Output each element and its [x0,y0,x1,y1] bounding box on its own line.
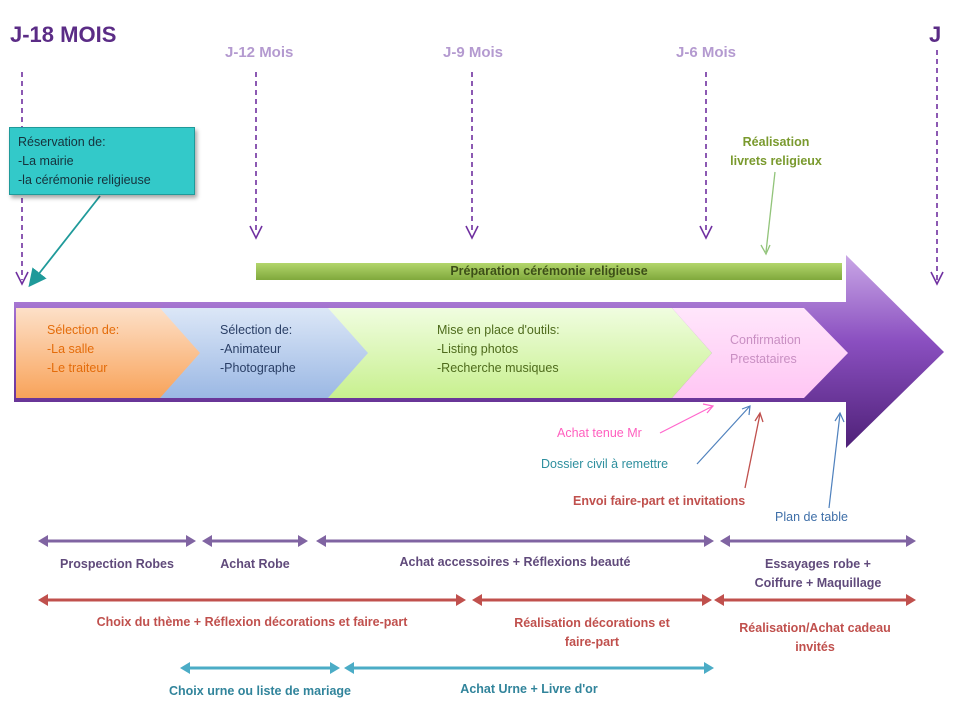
phase-text-prestataires: Confirmation Prestataires [730,331,801,369]
phase-chevron-salle [16,308,208,398]
phase-text-animateur: Sélection de: -Animateur -Photographe [220,321,296,378]
milestone-12-months: J-12 Mois [225,44,294,61]
row-red-label: Choix du thème + Réflexion décorations e… [96,615,408,629]
phase-chevron-prestataires [672,308,848,398]
phase-line: Confirmation [730,333,801,347]
phase-line: -Listing photos [437,342,519,356]
milestone-9-months: J-9 Mois [443,44,504,61]
milestone-end: J [929,22,942,47]
reservation-item: -La mairie [18,154,74,168]
row-red-arrows [38,594,916,606]
row-red-label: Réalisation décorations et faire-part [478,614,706,652]
livrets-line: livrets religieux [730,154,822,168]
row-teal-label: Achat Urne + Livre d'or [460,682,598,696]
row-label-line: Coiffure + Maquillage [754,576,882,590]
phase-text-outils: Mise en place d'outils: -Listing photos … [437,321,560,378]
milestone-guides [15,50,944,286]
callout-dossier: Dossier civil à remettre [541,457,669,471]
callout-envoi: Envoi faire-part et invitations [573,494,746,508]
livrets-pointer-arrow [765,171,776,253]
phase-line: -Recherche musiques [437,361,559,375]
row-red-label: Réalisation/Achat cadeau invités [720,619,910,657]
phase-line: Sélection de: [47,323,120,337]
callout-tenue: Achat tenue Mr [557,426,642,440]
reservation-item: -la cérémonie religieuse [18,173,151,187]
milestone-6-months: J-6 Mois [676,44,737,61]
row-purple-label: Achat accessoires + Réflexions beauté [399,555,631,569]
row-purple-label: Achat Robe [220,557,290,571]
phase-chevron-animateur [160,308,370,398]
reservation-box: Réservation de: -La mairie -la cérémonie… [9,127,195,195]
row-label-line: Réalisation/Achat cadeau [739,621,891,635]
row-label-line: Réalisation décorations et [514,616,670,630]
livrets-line: Réalisation [742,135,810,149]
callout-pointers [659,403,845,509]
callout-plan: Plan de table [775,510,848,524]
row-purple-label: Prospection Robes [60,557,174,571]
milestone-start: J-18 MOIS [10,22,117,47]
phase-line: Prestataires [730,352,797,366]
phase-line: Sélection de: [220,323,293,337]
reservation-pointer-arrow [28,195,101,288]
row-label-line: invités [795,640,835,654]
phase-text-salle: Sélection de: -La salle -Le traiteur [47,321,119,378]
phase-line: -Photographe [220,361,296,375]
row-teal-arrows [180,662,714,674]
row-purple-label: Essayages robe + Coiffure + Maquillage [726,555,910,593]
livrets-label: Réalisation livrets religieux [716,133,836,171]
phase-line: -Animateur [220,342,282,356]
row-purple-arrows [38,535,916,547]
preparation-label: Préparation cérémonie religieuse [450,264,648,278]
row-label-line: Essayages robe + [765,557,871,571]
phase-chevron-outils [328,308,712,398]
phase-line: -La salle [47,342,95,356]
row-label-line: faire-part [564,635,620,649]
phase-line: Mise en place d'outils: [437,323,560,337]
preparation-bar [256,263,842,280]
phase-line: -Le traiteur [47,361,108,375]
reservation-title: Réservation de: [18,135,106,149]
row-teal-label: Choix urne ou liste de mariage [169,684,351,698]
